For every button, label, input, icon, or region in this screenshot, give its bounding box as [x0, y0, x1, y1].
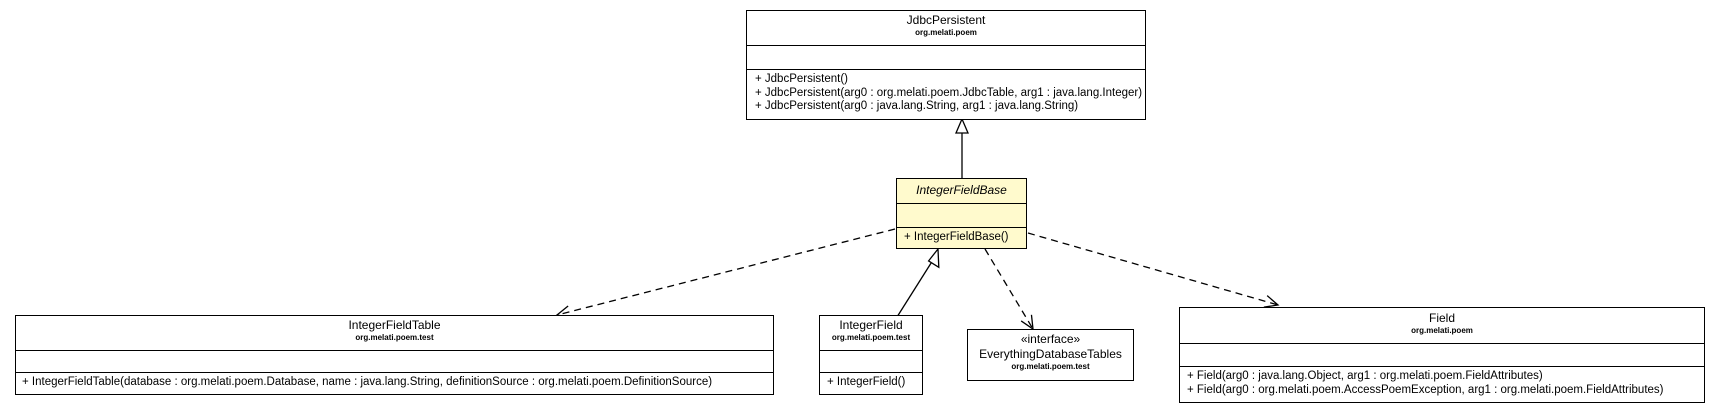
- generalization-arrowhead-base: [927, 247, 940, 269]
- operation: + JdbcPersistent(arg0 : org.melati.poem.…: [755, 86, 1143, 99]
- class-package: org.melati.poem.test: [1011, 362, 1090, 371]
- attributes-compartment: [16, 350, 773, 372]
- generalization-line-field-to-base: [896, 259, 934, 318]
- class-name: IntegerFieldTable: [348, 318, 441, 332]
- operation: + IntegerField(): [827, 376, 906, 388]
- class-name: JdbcPersistent: [906, 13, 986, 27]
- dependency-to-field: [1027, 232, 1280, 308]
- dependency-to-everythingdatabasetables: [984, 248, 1034, 331]
- class-package: org.melati.poem.test: [355, 333, 434, 342]
- attributes-compartment: [747, 45, 1145, 69]
- class-header: Field org.melati.poem: [1180, 308, 1704, 402]
- class-header: «interface» EverythingDatabaseTables org…: [968, 330, 1133, 380]
- attributes-compartment: [820, 350, 922, 372]
- class-integer-field-table[interactable]: IntegerFieldTable org.melati.poem.test +…: [15, 315, 774, 395]
- class-field[interactable]: Field org.melati.poem + Field(arg0 : jav…: [1179, 307, 1705, 403]
- attributes-compartment: [1180, 343, 1704, 366]
- operations-compartment: + JdbcPersistent() + JdbcPersistent(arg0…: [747, 69, 1145, 114]
- operation: + Field(arg0 : java.lang.Object, arg1 : …: [1187, 370, 1543, 382]
- class-name: IntegerFieldBase: [916, 183, 1007, 197]
- operation: + IntegerFieldTable(database : org.melat…: [22, 376, 713, 388]
- operations-compartment: + IntegerFieldTable(database : org.melat…: [16, 372, 773, 390]
- dependency-to-integerfieldtable: [555, 228, 896, 319]
- class-header: IntegerFieldTable org.melati.poem.test: [16, 316, 773, 394]
- operation: + JdbcPersistent(): [755, 73, 848, 85]
- class-name: EverythingDatabaseTables: [979, 347, 1122, 361]
- class-header: JdbcPersistent org.melati.poem: [747, 11, 1145, 119]
- class-integer-field[interactable]: IntegerField org.melati.poem.test + Inte…: [819, 315, 923, 395]
- class-package: org.melati.poem: [915, 28, 977, 37]
- interface-everything-database-tables[interactable]: «interface» EverythingDatabaseTables org…: [967, 329, 1134, 381]
- class-header: IntegerFieldBase: [897, 179, 1026, 248]
- attributes-compartment: [897, 203, 1026, 227]
- generalization-arrowhead-jdbc: [955, 117, 969, 134]
- class-package: org.melati.poem.test: [831, 333, 911, 342]
- class-name: Field: [1428, 311, 1455, 325]
- operation: + JdbcPersistent(arg0 : java.lang.String…: [755, 100, 1079, 112]
- operations-compartment: + IntegerFieldBase(): [897, 227, 1026, 245]
- class-header: IntegerField org.melati.poem.test: [820, 316, 922, 394]
- operations-compartment: + IntegerField(): [820, 372, 922, 390]
- operation: + IntegerFieldBase(): [904, 231, 1009, 243]
- operations-compartment: + Field(arg0 : java.lang.Object, arg1 : …: [1180, 366, 1704, 397]
- class-jdbc-persistent[interactable]: JdbcPersistent org.melati.poem + JdbcPer…: [746, 10, 1146, 120]
- class-name: IntegerField: [839, 318, 903, 332]
- class-package: org.melati.poem: [1411, 326, 1473, 335]
- class-integer-field-base[interactable]: IntegerFieldBase + IntegerFieldBase(): [896, 178, 1027, 249]
- stereotype: «interface»: [1020, 332, 1081, 346]
- operation: + Field(arg0 : org.melati.poem.AccessPoe…: [1187, 383, 1664, 396]
